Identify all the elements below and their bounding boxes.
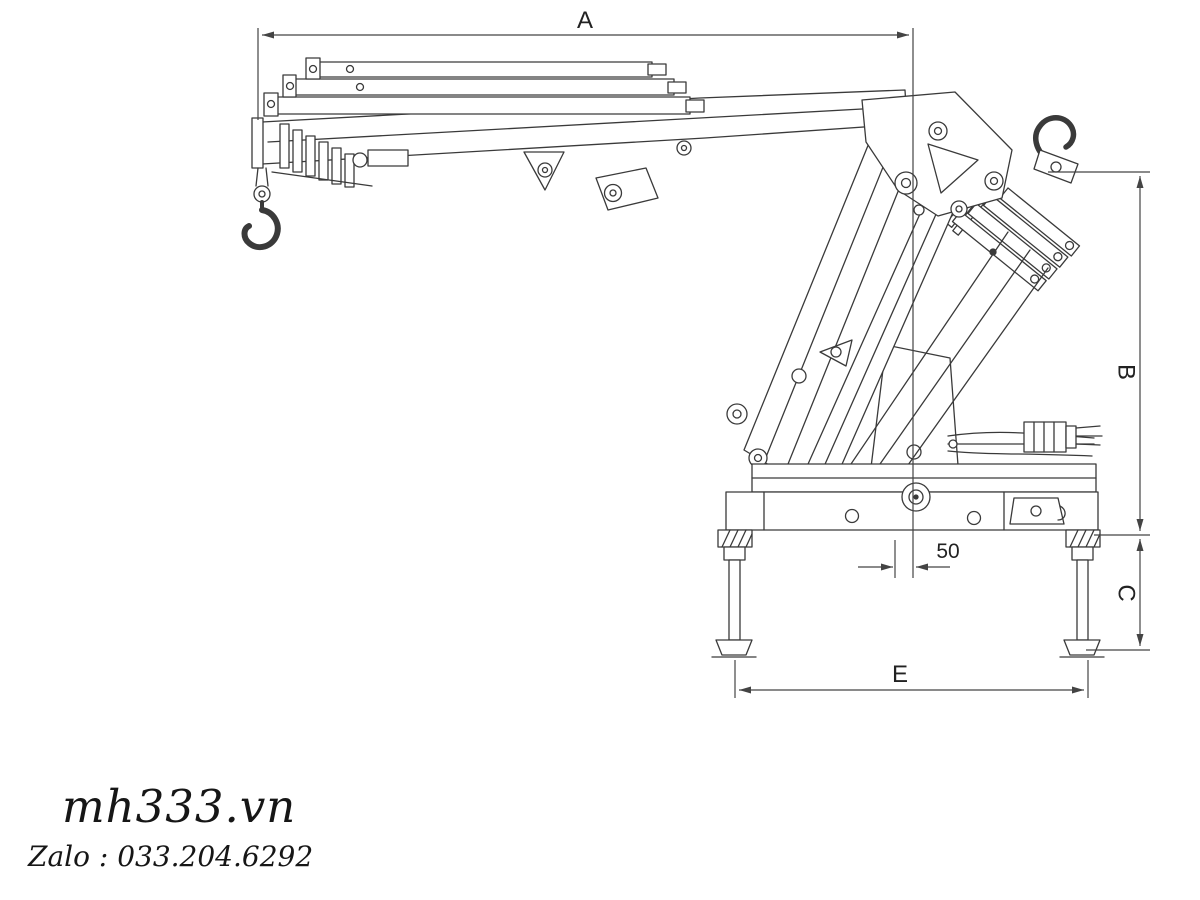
dimension-offset-50 [858, 540, 950, 578]
watermark-site: mh333.vn [62, 780, 297, 833]
fly-sections [263, 57, 705, 117]
stowed-hook-icon [1033, 115, 1079, 184]
outrigger-left [711, 529, 757, 658]
extension-end-plates [271, 123, 409, 188]
dimension-a [257, 28, 914, 578]
crane-drawing [241, 57, 1105, 658]
dim-a-label: A [577, 7, 593, 34]
dim-b-label: B [1113, 364, 1140, 380]
dim-offset-label: 50 [936, 540, 959, 563]
dim-e-label: E [892, 661, 908, 688]
folded-jib-boom [261, 89, 908, 211]
dimension-c [1086, 539, 1150, 651]
outrigger-right [1059, 529, 1105, 658]
base-frame [725, 463, 1099, 531]
knuckle-linkage [861, 91, 1013, 256]
dim-c-label: C [1113, 584, 1140, 601]
dimension-e [734, 660, 1089, 698]
hook-icon [241, 117, 281, 251]
dimension-b [1048, 171, 1150, 536]
hose-bundle [947, 421, 1103, 457]
watermark-contact: Zalo : 033.204.6292 [28, 840, 314, 873]
dimension-lines [257, 28, 1150, 698]
